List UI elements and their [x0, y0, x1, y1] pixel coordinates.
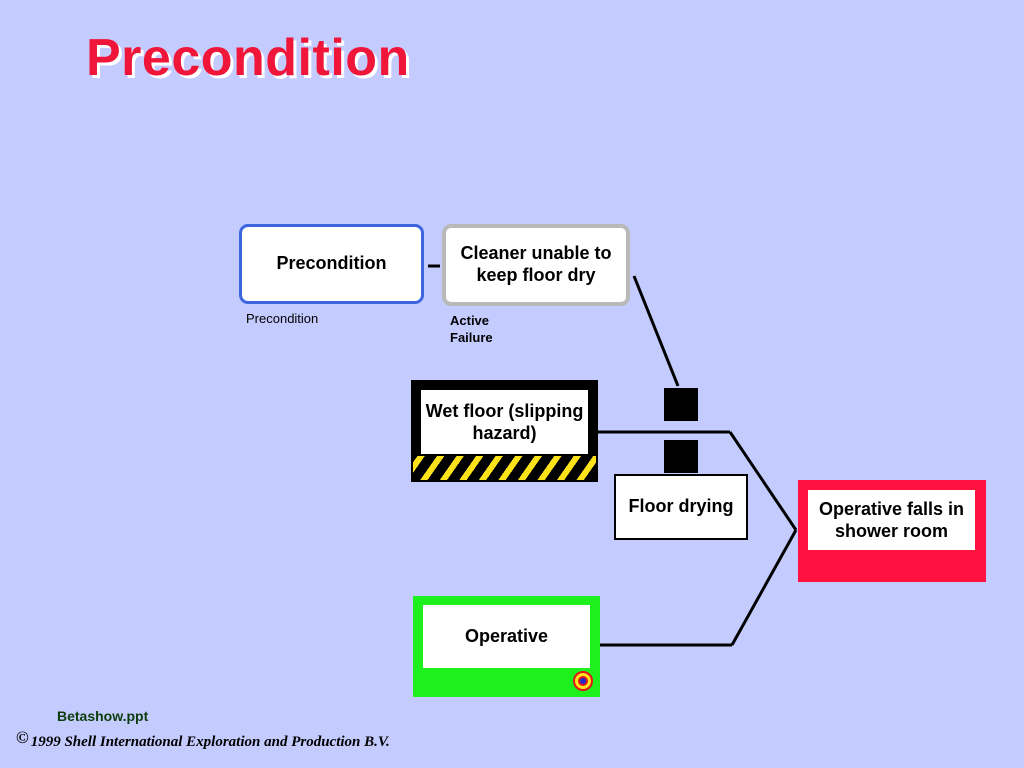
failure-to-barrier-line [632, 275, 680, 387]
footer-copyright: ©1999 Shell International Exploration an… [16, 728, 390, 751]
barrier-block-bottom [664, 440, 698, 473]
slide-title: Precondition [86, 29, 410, 87]
copyright-symbol: © [16, 728, 29, 747]
hazard-box[interactable]: Wet floor (slipping hazard) [411, 380, 598, 482]
event-box[interactable]: Operative falls in shower room [798, 480, 986, 582]
event-label: Operative falls in shower room [808, 490, 975, 550]
precondition-box[interactable]: Precondition [239, 224, 424, 304]
target-box[interactable]: Operative [413, 596, 600, 697]
active-failure-caption: Active Failure [450, 313, 493, 345]
footer-filename: Betashow.ppt [57, 708, 149, 724]
precondition-caption: Precondition [246, 311, 319, 326]
target-diagonal-line [730, 529, 798, 646]
hazard-stripes-icon [413, 456, 596, 480]
barrier-box[interactable]: Floor drying [614, 474, 748, 540]
barrier-block-top [664, 388, 698, 421]
hazard-diagonal-line [728, 431, 798, 531]
target-icon [573, 671, 593, 691]
target-label: Operative [423, 605, 590, 668]
active-failure-box[interactable]: Cleaner unable to keep floor dry [442, 224, 630, 306]
copyright-text: 1999 Shell International Exploration and… [30, 734, 390, 750]
hazard-label: Wet floor (slipping hazard) [421, 390, 588, 454]
